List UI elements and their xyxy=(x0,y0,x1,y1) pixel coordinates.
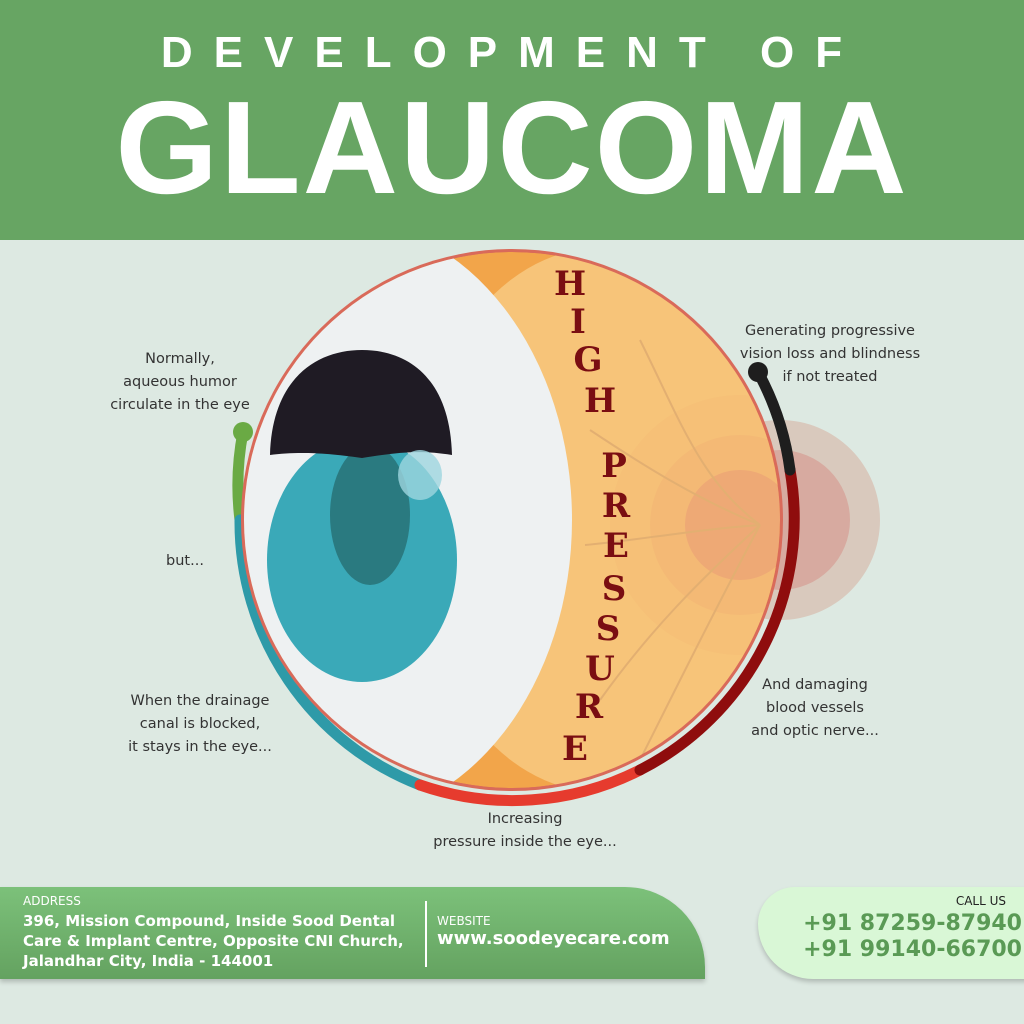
subtitle: DEVELOPMENT OF xyxy=(160,28,864,77)
arc-teal xyxy=(234,514,426,791)
arc-darkred xyxy=(634,464,800,776)
progress-arc xyxy=(232,366,800,807)
arc-end-dot xyxy=(748,362,768,382)
caption-but: but... xyxy=(166,553,204,569)
pupil xyxy=(330,445,410,585)
arc-start-dot xyxy=(233,422,253,442)
letter: S xyxy=(596,609,621,649)
divider xyxy=(425,901,427,967)
phone-2[interactable]: +91 99140-66700 xyxy=(803,937,1022,962)
letter: U xyxy=(585,649,615,689)
call-label: CALL US xyxy=(955,894,1006,908)
letter: E xyxy=(603,526,629,566)
eye-diagram: H I G H P R E S S U R E xyxy=(232,249,880,807)
letter: G xyxy=(573,340,602,380)
address-text: 396, Mission Compound, Inside Sood Denta… xyxy=(23,912,404,970)
letter: S xyxy=(602,569,627,609)
phone-1[interactable]: +91 87259-87940 xyxy=(803,911,1022,936)
website-link[interactable]: www.soodeyecare.com xyxy=(437,928,670,949)
letter: H xyxy=(554,264,586,304)
website-label: WEBSITE xyxy=(437,914,491,928)
letter: P xyxy=(601,446,627,486)
letter: E xyxy=(562,729,588,769)
letter: R xyxy=(575,687,604,727)
eyelid-shadow xyxy=(270,350,452,458)
arc-red xyxy=(414,764,646,807)
address-label: ADDRESS xyxy=(23,894,81,908)
letter: I xyxy=(570,302,586,342)
letter: R xyxy=(602,486,631,526)
eye-highlight xyxy=(398,450,442,500)
page-title: GLAUCOMA xyxy=(115,74,909,221)
address-panel: ADDRESS 396, Mission Compound, Inside So… xyxy=(0,887,705,979)
high-pressure-label: H I G H P R E S S U R E xyxy=(554,264,631,769)
call-panel: CALL US +91 87259-87940 +91 99140-66700 xyxy=(758,887,1024,979)
letter: H xyxy=(584,381,616,421)
header-banner: DEVELOPMENT OF GLAUCOMA xyxy=(0,0,1024,240)
